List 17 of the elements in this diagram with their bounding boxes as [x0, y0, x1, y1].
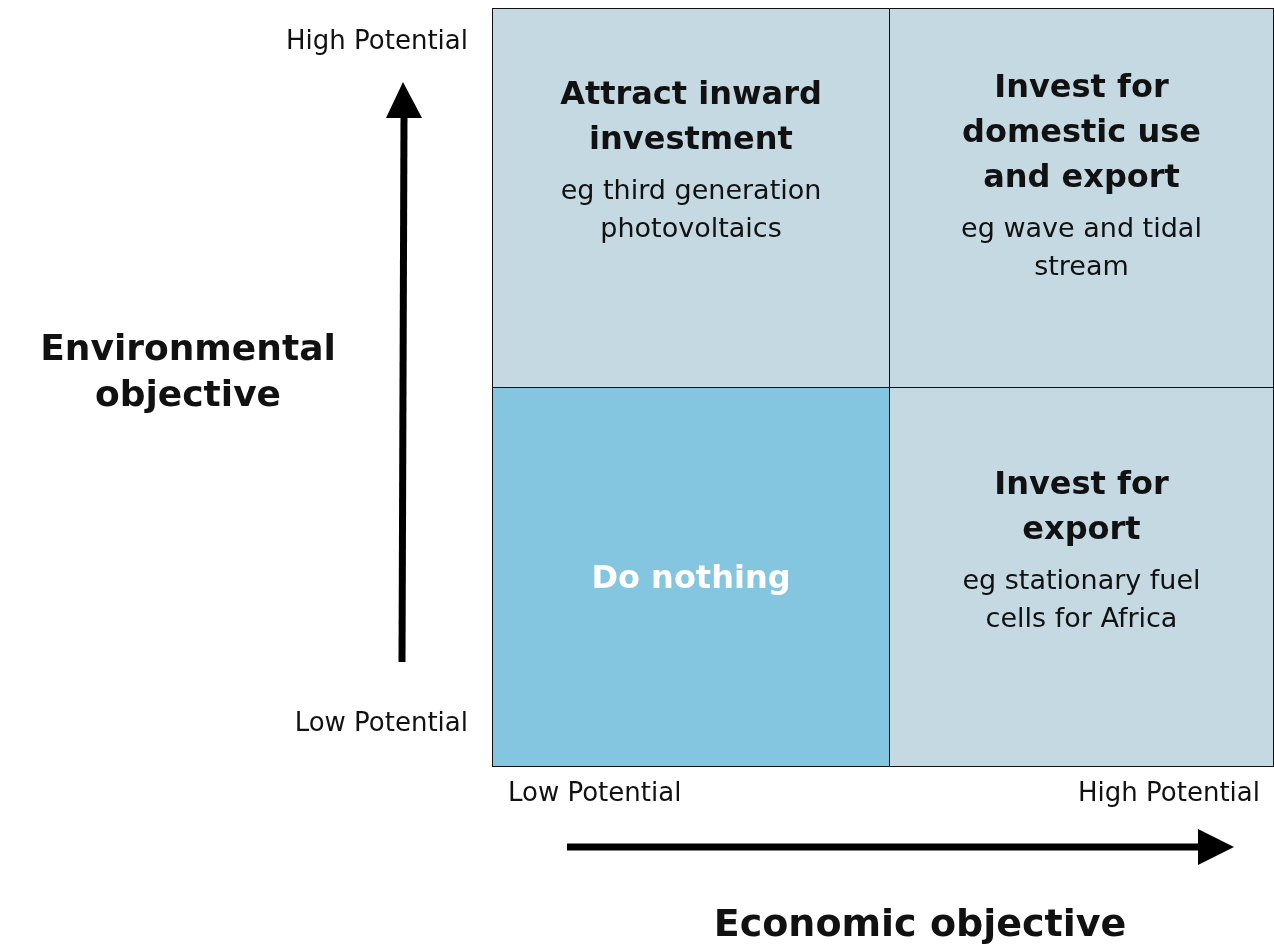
quadrant-cell: [889, 8, 1274, 388]
quadrant-cell: [492, 387, 890, 767]
quadrant-cell: [492, 8, 890, 388]
axis-tick-label: High Potential: [1077, 776, 1260, 809]
quadrant-heading: Do nothing: [591, 556, 791, 598]
axis-tick-label: Low Potential: [293, 706, 468, 739]
quadrant-cell: [889, 387, 1274, 767]
axis-tick-label: Low Potential: [508, 776, 683, 809]
example-text: eg third generation photovoltaics: [559, 173, 823, 245]
axis-tick-label: High Potential: [285, 24, 468, 57]
axis-title: Economic objective: [712, 900, 1128, 946]
quadrant-heading: Attract inward investment: [559, 73, 823, 159]
axis-title: Environmental objective: [39, 326, 337, 416]
quadrant-heading: Invest for export: [993, 463, 1170, 549]
example-text: eg stationary fuel cells for Africa: [961, 563, 1202, 635]
quadrant-heading: Invest for domestic use and export: [961, 66, 1202, 197]
example-text: eg wave and tidal stream: [960, 211, 1203, 283]
